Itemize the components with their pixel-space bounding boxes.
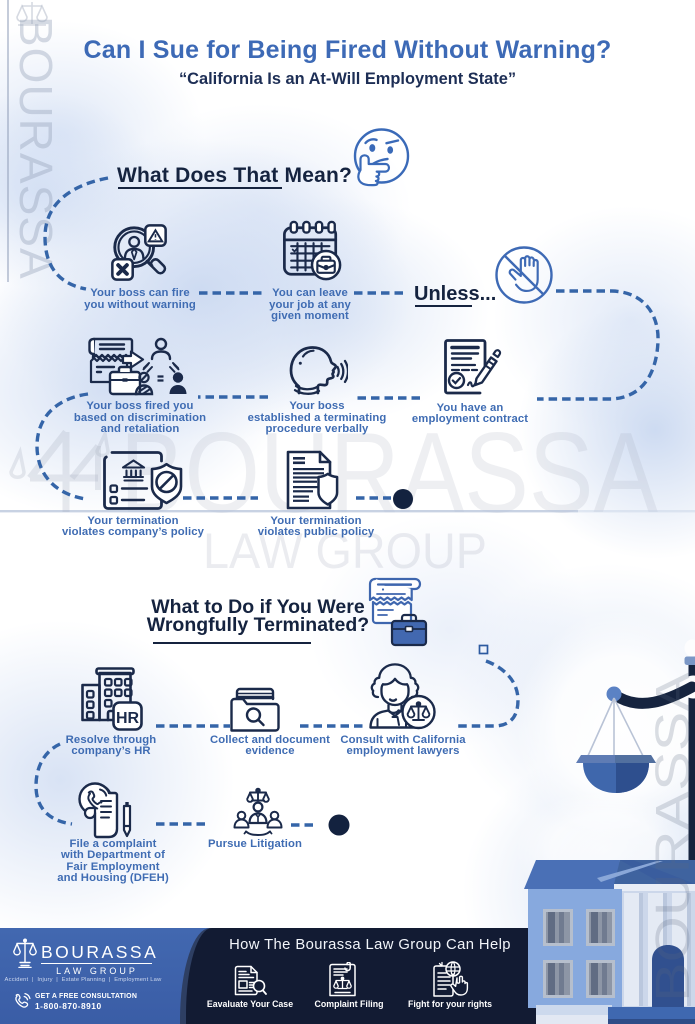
svg-text:BOURASSA: BOURASSA (120, 420, 658, 537)
svg-text:HR: HR (116, 710, 140, 727)
svg-text:LAW GROUP: LAW GROUP (203, 523, 487, 579)
svg-text:BOURASSA: BOURASSA (647, 672, 695, 1002)
